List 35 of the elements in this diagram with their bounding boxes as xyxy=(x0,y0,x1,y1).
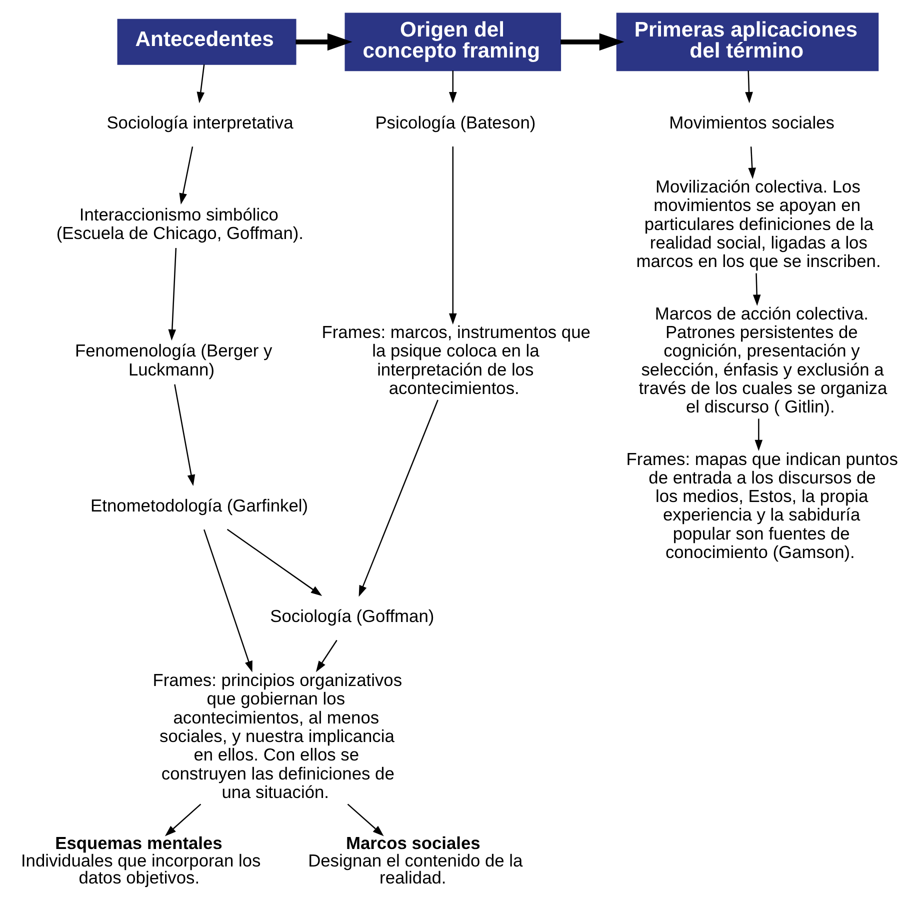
arrow xyxy=(448,146,457,325)
arrow xyxy=(347,804,384,836)
arrow xyxy=(204,529,252,672)
arrow xyxy=(745,70,753,104)
node-box: Primeras aplicaciones del término xyxy=(616,12,879,72)
node-text: Sociología interpretativa xyxy=(106,112,294,133)
arrow xyxy=(168,248,177,341)
arrow xyxy=(174,384,196,486)
node-text: Frames: marcos, instrumentos que la psique coloca en la interpretación de los acontecimientos. xyxy=(322,322,590,398)
node-text: Interaccionismo simbólico (Escuela de Chicago, Goffman). xyxy=(56,204,304,244)
arrow xyxy=(748,146,756,179)
arrow xyxy=(358,400,438,597)
arrow xyxy=(316,640,338,672)
arrow xyxy=(179,146,194,204)
node-text: Marcos de acción colectiva. Patrones persistentes de cognición, presentación y selección, énfasis y exclusión a través de los cuales se organiza el discurso ( Gitlin). xyxy=(638,303,888,417)
arrow xyxy=(296,33,352,51)
arrow xyxy=(752,273,761,306)
node-text: Psicología (Bateson) xyxy=(375,112,536,133)
node-text: Fenomenología (Berger y Luckmann) xyxy=(75,340,272,380)
node-text: Marcos sociales Designan el contenido de la realidad. xyxy=(308,832,523,888)
node-box: Origen del concepto framing xyxy=(344,12,562,72)
node-text: Esquemas mentales Individuales que incorporan los datos objetivos. xyxy=(20,832,261,888)
node-text: Frames: principios organizativos que gobiernan los acontecimientos, al menos sociales, y nuestra implicancia en ellos. Con ellos se construyen las definiciones de una situación. xyxy=(152,670,402,802)
node-text: Movimientos sociales xyxy=(669,112,834,133)
arrow xyxy=(196,64,205,104)
arrow xyxy=(560,33,624,51)
node-text: Etnometodología (Garfinkel) xyxy=(90,495,308,516)
node-text: Movilización colectiva. Los movimientos se apoyan en particulares definiciones de la realidad social, ligadas a los marcos en los que se inscriben. xyxy=(636,176,881,272)
arrow xyxy=(448,70,457,104)
arrow xyxy=(754,418,763,452)
arrow xyxy=(164,804,202,836)
node-box: Antecedentes xyxy=(117,18,296,65)
node-text: Frames: mapas que indican puntos de entrada a los discursos de los medios, Estos, la propia experiencia y la sabiduría popular son fuentes de conocimiento (Gamson). xyxy=(626,448,898,562)
arrow xyxy=(226,528,322,596)
node-text: Sociología (Goffman) xyxy=(270,606,434,626)
